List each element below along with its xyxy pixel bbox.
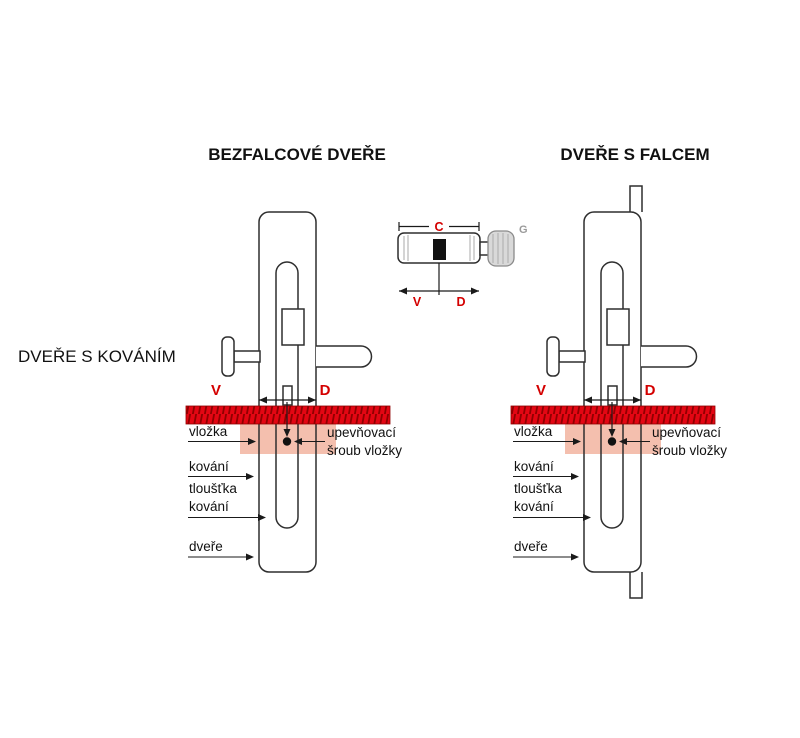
label-sroub-line2: šroub vložky <box>327 443 402 458</box>
handle-knob <box>546 336 560 377</box>
arrowhead-kovani <box>571 473 579 480</box>
arrowhead-vlozka <box>248 438 256 445</box>
fitting-band <box>185 405 391 425</box>
arrowhead-vlozka <box>573 438 581 445</box>
label-kovani: kování <box>189 459 229 474</box>
fixing-screw <box>282 437 292 446</box>
arrowhead-down <box>608 429 616 437</box>
d-dim-label: D <box>645 382 656 399</box>
arrowhead-right <box>633 396 641 404</box>
cylinder-cam <box>433 239 446 260</box>
arrowhead-sroub <box>619 438 627 445</box>
label-dvere-s-kovanim: DVEŘE S KOVÁNÍM <box>18 347 176 366</box>
d-dim-label: D <box>320 382 331 399</box>
arrowhead-left <box>259 396 267 404</box>
arrowhead-tloustka <box>258 514 266 521</box>
cylinder-screw-hole <box>437 255 442 260</box>
label-tloustka-line2: kování <box>189 499 229 514</box>
fixing-screw <box>607 437 617 446</box>
label-sroub-line2: šroub vložky <box>652 443 727 458</box>
label-vlozka: vložka <box>514 424 553 439</box>
arrowhead-down <box>283 429 291 437</box>
label-sroub-line1: upevňovací <box>327 425 396 440</box>
arrowhead-dvere <box>571 553 579 561</box>
label-dvere: dveře <box>189 539 223 554</box>
label-vlozka: vložka <box>189 424 228 439</box>
label-tloustka-line2: kování <box>514 499 554 514</box>
arrowhead-right <box>471 287 479 295</box>
title-dvere-s-falcem: DVEŘE S FALCEM <box>560 145 709 164</box>
label-sroub-line1: upevňovací <box>652 425 721 440</box>
handle-stem <box>233 350 261 363</box>
latch-cutout <box>281 308 305 346</box>
arrowhead-sroub <box>294 438 302 445</box>
rebate-top <box>629 185 643 212</box>
title-bezfalcove-dvere: BEZFALCOVÉ DVEŘE <box>208 145 386 164</box>
door-handle <box>641 345 698 368</box>
thumbturn-knob <box>487 230 515 267</box>
diagram-dvere-s-falcem: V D vložka kování tloušťka kování dveře … <box>510 185 727 599</box>
diagram-bezfalcove-dvere: V D vložka kování tloušťka kování dveře … <box>185 211 402 573</box>
arrowhead-kovani <box>246 473 254 480</box>
label-tloustka-line1: tloušťka <box>514 481 562 496</box>
arrowhead-left <box>584 396 592 404</box>
label-tloustka-line1: tloušťka <box>189 481 237 496</box>
label-dvere: dveře <box>514 539 548 554</box>
arrowhead-right <box>308 396 316 404</box>
arrowhead-tloustka <box>583 514 591 521</box>
faceplate <box>275 261 299 529</box>
cylinder-inset: C G V D <box>397 220 528 309</box>
v-dim-label: V <box>536 382 546 399</box>
door-handle <box>316 345 373 368</box>
arrowhead-dvere <box>246 553 254 561</box>
label-kovani: kování <box>514 459 554 474</box>
latch-cutout <box>606 308 630 346</box>
cylinder-length-label: C <box>434 220 443 234</box>
arrowhead-left <box>399 287 407 295</box>
knob-g-label: G <box>519 224 528 236</box>
v-dim-label: V <box>211 382 221 399</box>
rebate-bottom <box>629 572 643 599</box>
cylinder-d-label: D <box>456 295 465 309</box>
faceplate <box>600 261 624 529</box>
door-panel <box>258 211 317 573</box>
handle-stem <box>558 350 586 363</box>
cylinder-v-label: V <box>413 295 422 309</box>
door-panel <box>583 211 642 573</box>
fitting-band <box>510 405 716 425</box>
handle-knob <box>221 336 235 377</box>
